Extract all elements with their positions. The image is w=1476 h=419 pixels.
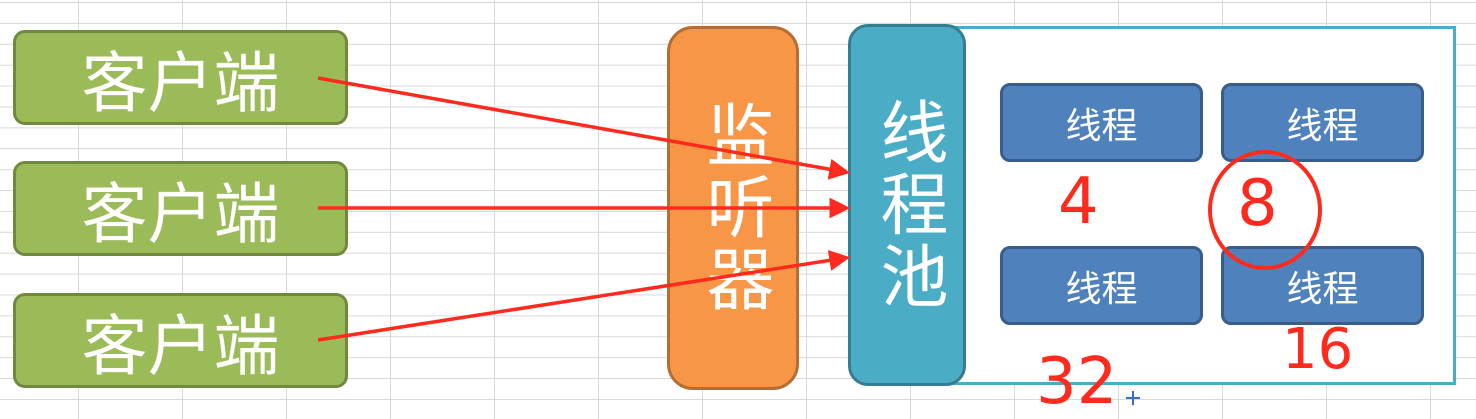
thread-label: 线程 (1286, 105, 1359, 147)
thread-pool-label-box: 线程池 (848, 24, 966, 386)
annotation-16: 16 (1282, 317, 1354, 382)
annotation-32: 32 (1036, 345, 1118, 419)
client-box-3: 客户端 (13, 293, 348, 388)
thread-pool-label: 线程池 (868, 97, 947, 313)
cursor-icon (1126, 391, 1140, 405)
listener-box: 监听器 (667, 26, 799, 390)
thread-box-1: 线程 (1000, 83, 1203, 162)
annotation-8: 8 (1237, 167, 1278, 241)
client-label: 客户端 (81, 175, 280, 253)
client-box-2: 客户端 (13, 161, 348, 256)
client-box-1: 客户端 (13, 30, 348, 125)
client-label: 客户端 (81, 307, 280, 385)
thread-box-3: 线程 (1000, 246, 1203, 325)
thread-label: 线程 (1065, 105, 1138, 147)
thread-label: 线程 (1286, 268, 1359, 310)
listener-label: 监听器 (694, 100, 773, 316)
annotation-4: 4 (1058, 165, 1099, 239)
thread-pool-container (900, 26, 1456, 385)
client-label: 客户端 (81, 44, 280, 122)
thread-box-4: 线程 (1221, 246, 1424, 325)
thread-box-2: 线程 (1221, 83, 1424, 162)
thread-label: 线程 (1065, 268, 1138, 310)
